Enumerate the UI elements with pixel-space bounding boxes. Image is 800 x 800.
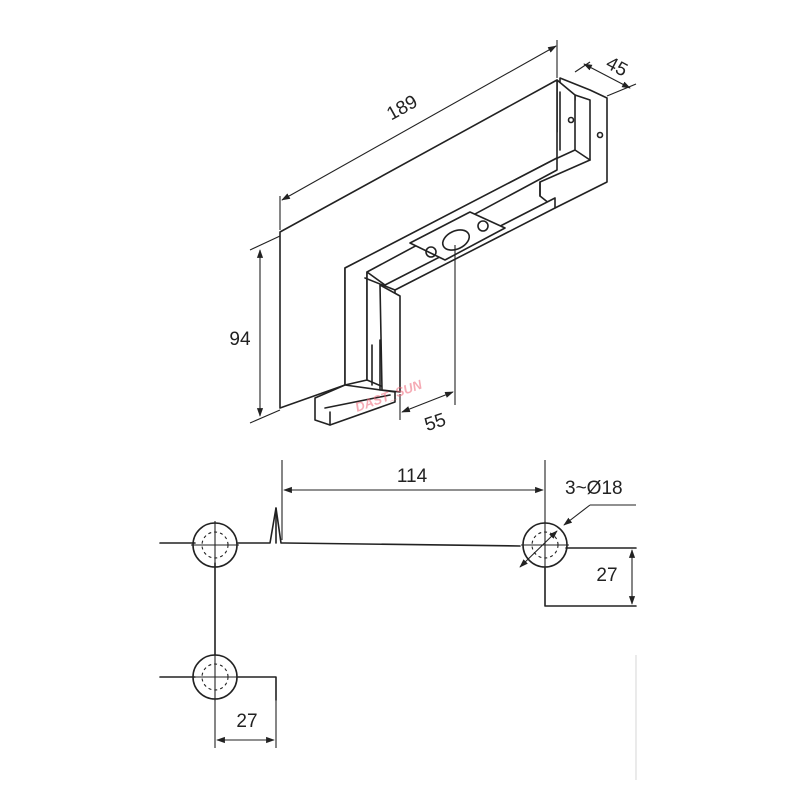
dimension-line-55 xyxy=(401,391,454,413)
dimension-line-189 xyxy=(281,45,557,201)
dimension-label-94: 94 xyxy=(229,329,251,350)
plan-right-step xyxy=(544,567,637,607)
channel-edge xyxy=(364,277,396,291)
mount-hole-icon xyxy=(477,220,489,232)
plan-view: 114 3~Ø18 27 27 xyxy=(159,460,637,780)
hole-top-left xyxy=(191,521,239,569)
dimension-label-189: 189 xyxy=(383,91,421,125)
hole-right xyxy=(521,521,569,569)
extension-line xyxy=(249,409,281,424)
flange-edge xyxy=(574,149,591,161)
dimension-label-27-bottom: 27 xyxy=(236,711,257,732)
screw-hole-icon xyxy=(596,131,604,139)
dimension-label-114: 114 xyxy=(397,466,428,487)
hole-bottom-left xyxy=(191,653,239,701)
pivot-hole xyxy=(441,229,471,251)
plan-bottom-edge xyxy=(159,676,277,701)
bracket-edge xyxy=(324,394,391,409)
isometric-view: 189 45 94 55 DAST_SUN xyxy=(229,40,637,437)
hole-spec-label: 3~Ø18 xyxy=(565,478,623,499)
dimension-line-45 xyxy=(583,63,631,89)
extension-line xyxy=(249,235,281,251)
extension-line xyxy=(606,83,637,97)
dimension-label-27-right: 27 xyxy=(596,565,617,586)
front-face xyxy=(379,284,401,393)
lower-bracket xyxy=(314,384,396,426)
leader-arrow xyxy=(563,504,591,526)
plan-top-edge xyxy=(159,507,637,549)
dimension-label-55: 55 xyxy=(422,410,449,437)
dimension-label-45: 45 xyxy=(602,53,631,81)
extension-line xyxy=(574,61,591,73)
mount-hole-icon xyxy=(425,246,437,258)
screw-hole-icon xyxy=(567,116,575,124)
diameter-line xyxy=(519,530,558,568)
